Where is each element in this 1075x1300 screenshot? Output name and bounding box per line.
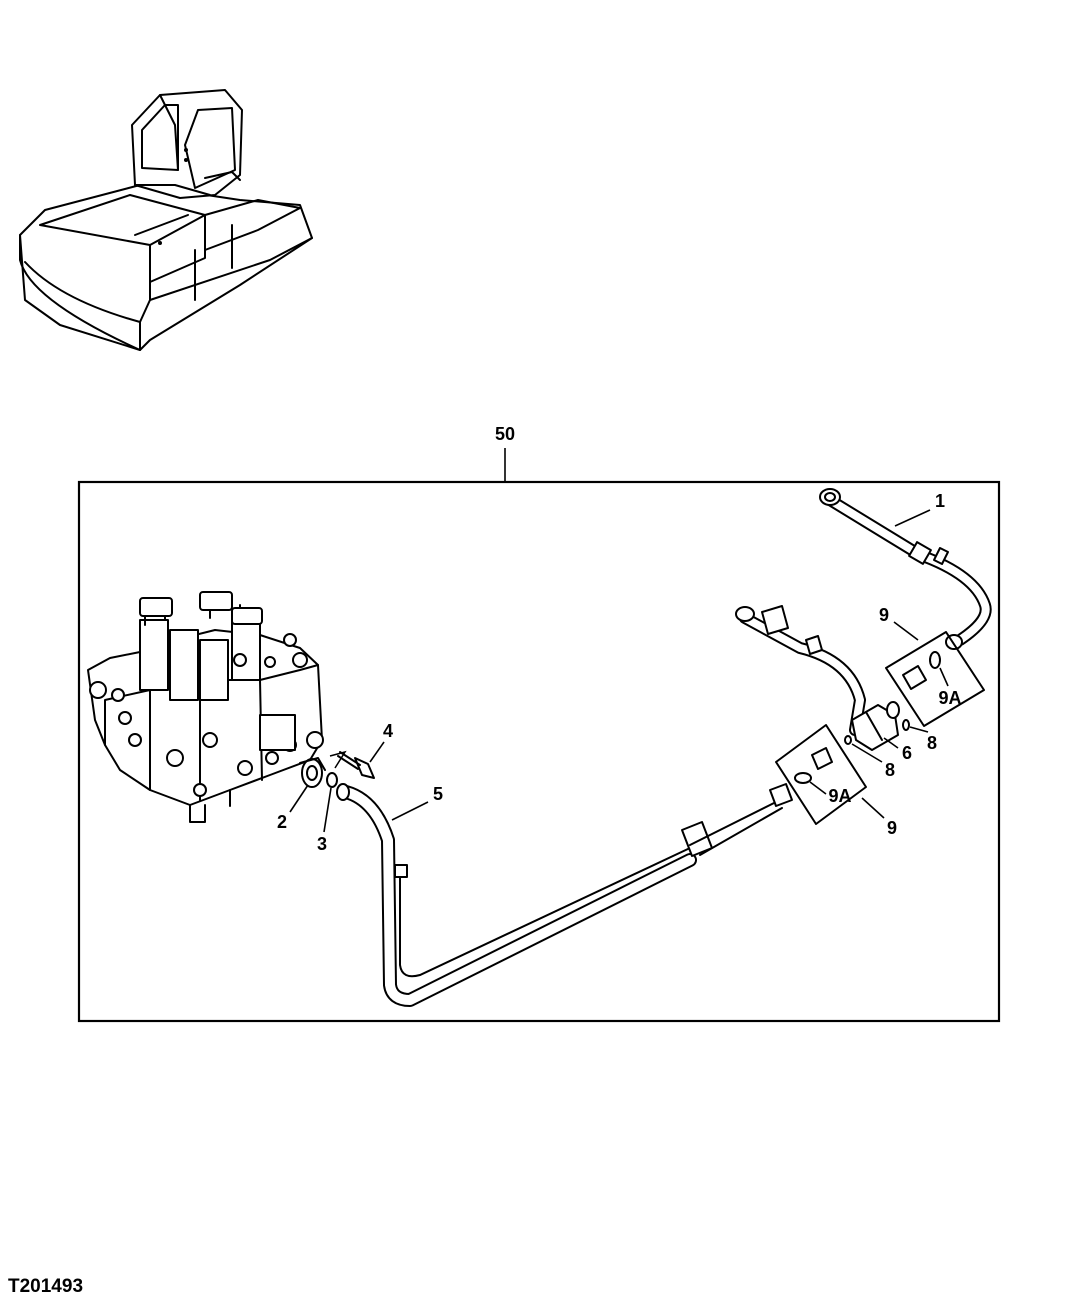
callout-1-label: 1 bbox=[935, 491, 945, 511]
callout-9-bottom: 9 bbox=[861, 797, 897, 838]
callout-3: 3 bbox=[317, 787, 332, 854]
callout-9-top: 9 bbox=[879, 605, 919, 641]
callout-2-label: 2 bbox=[277, 812, 287, 832]
callout-8-left: 8 bbox=[851, 743, 895, 780]
union-fitting-part-illustration bbox=[851, 701, 900, 751]
callout-9-bottom-label: 9 bbox=[887, 818, 897, 838]
tube-line-1-illustration bbox=[819, 488, 992, 650]
callout-50: 50 bbox=[495, 424, 515, 444]
callout-9a-bottom-label: 9A bbox=[828, 786, 851, 806]
callout-5-label: 5 bbox=[433, 784, 443, 804]
callout-9a-top: 9A bbox=[938, 667, 962, 708]
callout-4: 4 bbox=[369, 721, 393, 763]
callout-8-right: 8 bbox=[909, 726, 937, 753]
tube-line-5-illustration bbox=[336, 783, 793, 1007]
seal-kit-box-top bbox=[885, 631, 985, 727]
callout-9a-bottom: 9A bbox=[809, 781, 852, 806]
callout-4-label: 4 bbox=[383, 721, 393, 741]
flange-part-illustration bbox=[299, 757, 326, 788]
callout-8-right-label: 8 bbox=[927, 733, 937, 753]
callout-9a-top-label: 9A bbox=[938, 688, 961, 708]
control-valve-illustration bbox=[87, 591, 324, 823]
callout-6-label: 6 bbox=[902, 743, 912, 763]
callout-2: 2 bbox=[277, 784, 309, 832]
machine-locator-illustration bbox=[19, 89, 313, 351]
callout-5: 5 bbox=[391, 784, 443, 821]
callout-1: 1 bbox=[894, 491, 945, 527]
callout-3-label: 3 bbox=[317, 834, 327, 854]
seal-kit-box-bottom bbox=[775, 724, 867, 825]
o-ring-part-8-illustration bbox=[844, 719, 910, 745]
figure-id: T201493 bbox=[8, 1276, 83, 1297]
callout-6: 6 bbox=[883, 737, 912, 763]
tube-line-middle-illustration bbox=[735, 605, 866, 736]
assembly-frame bbox=[77, 480, 1001, 1023]
cap-screw-part-illustration bbox=[329, 750, 375, 779]
callout-8-left-label: 8 bbox=[885, 760, 895, 780]
callout-9-top-label: 9 bbox=[879, 605, 889, 625]
o-ring-part-illustration bbox=[326, 772, 338, 788]
